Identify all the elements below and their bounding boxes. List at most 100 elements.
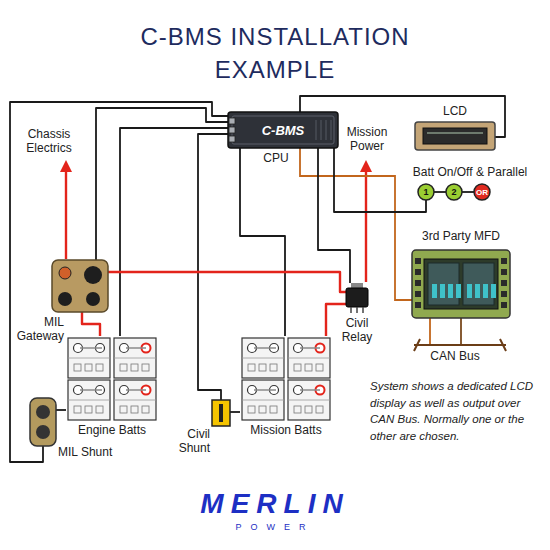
can-wire	[300, 148, 430, 345]
battery-cell-cap	[294, 406, 301, 413]
battery-cell-cap	[131, 406, 138, 413]
mfd-key	[501, 291, 507, 297]
lcd-display: LCD	[415, 122, 495, 150]
node-heading: LCD	[415, 105, 495, 119]
battery-lid	[288, 358, 330, 359]
cpu-unit: C-BMSCPU	[228, 112, 338, 148]
signal-wire	[434, 191, 446, 193]
node-heading: Civil Shunt	[170, 428, 210, 456]
battery-cell-cap	[96, 406, 103, 413]
node-heading: MIL Gateway	[6, 316, 64, 344]
shunt-device: Civil Shunt	[212, 400, 230, 426]
battery-cell-cap	[259, 364, 266, 371]
battery-lid	[242, 400, 284, 401]
node-text: 2	[451, 187, 456, 197]
signal-wire	[198, 134, 228, 400]
battery-lid	[68, 400, 110, 401]
battery-lid	[288, 400, 330, 401]
mfd-bar	[432, 284, 437, 298]
node-shape	[412, 250, 510, 318]
battery-lid	[114, 358, 156, 359]
mfd-key	[415, 280, 421, 286]
power-cable	[82, 312, 100, 336]
battery-cell-cap	[316, 406, 323, 413]
battery-cell-cap	[85, 364, 92, 371]
mfd-screen	[424, 259, 498, 309]
signal-wire	[230, 411, 240, 413]
signal-wire	[318, 148, 350, 283]
battery-lid	[242, 358, 284, 359]
signal-wire	[56, 409, 66, 411]
gateway-knob	[86, 292, 100, 306]
node-shape	[415, 122, 495, 150]
mfd-housing	[412, 250, 510, 318]
gateway-knob	[84, 266, 102, 284]
cpu-connector	[229, 118, 235, 124]
shunt-stud	[36, 425, 50, 439]
mfd-bar	[491, 284, 496, 298]
mfd-bar	[440, 284, 445, 298]
cpu-connector	[229, 127, 235, 133]
lcd-screen	[423, 128, 487, 144]
cpu-fin	[316, 120, 317, 140]
battery-case	[288, 338, 330, 378]
can-wire	[460, 318, 462, 345]
cpu-connector	[229, 136, 235, 142]
battery-case	[242, 338, 284, 378]
mfd-bar	[448, 284, 453, 298]
bus-label: CAN Bus	[425, 350, 485, 364]
node-shape	[30, 398, 56, 446]
mfd-panel: 3rd Party MFD	[412, 250, 510, 318]
battery-case	[68, 380, 110, 420]
battery-cell-cap	[248, 364, 255, 371]
output-label: Mission Power	[340, 126, 394, 154]
battery-button: 1	[418, 184, 434, 200]
mfd-gauge	[463, 263, 494, 305]
button-cap	[446, 184, 462, 200]
gateway-knob	[59, 267, 71, 279]
relay-pin	[350, 307, 352, 313]
button-cap	[418, 184, 434, 200]
battery-bank: Engine Batts	[66, 336, 158, 422]
mfd-key	[415, 269, 421, 275]
mfd-key	[501, 269, 507, 275]
shunt-body	[30, 398, 56, 446]
note-text: System shows a dedicated LCD display as …	[370, 378, 542, 445]
battery-button: 2	[446, 184, 462, 200]
cpu-body	[228, 112, 338, 148]
shunt-body	[212, 400, 230, 426]
cpu-fin	[321, 120, 322, 140]
battery-lid	[114, 400, 156, 401]
relay-device: Civil Relay	[346, 283, 368, 313]
battery-cell-cap	[305, 406, 312, 413]
gateway-device: MIL Gateway	[52, 260, 108, 312]
logo-word: POWER	[150, 522, 400, 532]
battery-bank: Mission Batts	[240, 336, 332, 422]
node-text: 1	[423, 187, 428, 197]
power-cable	[108, 272, 346, 292]
mfd-gauge	[428, 263, 459, 305]
signal-wire	[96, 108, 228, 260]
mfd-key	[501, 302, 507, 308]
mfd-key	[501, 258, 507, 264]
battery-cell-cap	[294, 364, 301, 371]
node-heading: 3rd Party MFD	[402, 230, 520, 244]
relay-body	[346, 288, 368, 307]
mfd-bar	[483, 284, 488, 298]
relay-pin	[356, 307, 358, 313]
battery-lid	[68, 358, 110, 359]
battery-link	[80, 348, 146, 390]
output-label: Chassis Electrics	[16, 128, 82, 156]
node-shape	[52, 260, 108, 312]
signal-wire	[334, 148, 426, 212]
switch-label: Batt On/Off & Parallel	[400, 166, 540, 180]
mfd-key	[415, 302, 421, 308]
battery-case	[114, 338, 156, 378]
power-arrow	[65, 166, 67, 259]
node-heading: MIL Shunt	[58, 446, 122, 460]
node-text: OR	[476, 188, 488, 197]
node-shape	[212, 400, 230, 426]
battery-cell-cap	[96, 364, 103, 371]
cpu-fin	[326, 120, 327, 140]
lcd-screen-line	[427, 132, 483, 134]
